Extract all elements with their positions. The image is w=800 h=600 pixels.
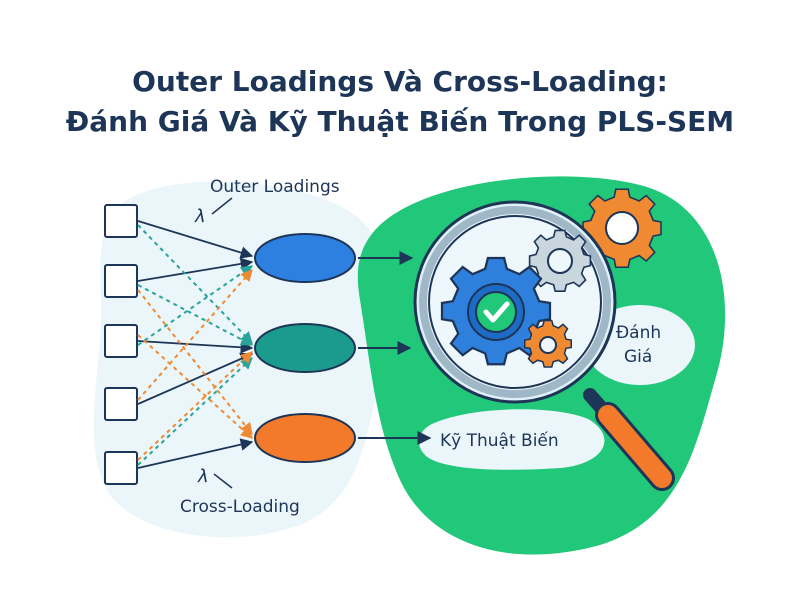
gear-icon: [582, 188, 662, 269]
indicator-boxes: [104, 204, 138, 485]
square-box-icon: [104, 387, 138, 421]
gear-icon: [528, 229, 592, 293]
cross-loading-label: Cross-Loading: [180, 497, 300, 517]
danh-gia-label-line2: Giá: [624, 347, 652, 367]
square-box-icon: [104, 451, 138, 485]
light-blob-ky-thuat: [418, 409, 605, 470]
gear-icon: [524, 319, 572, 368]
construct-ellipse-blue: [254, 233, 356, 283]
check-icon: [475, 291, 517, 333]
construct-ellipse-teal: [254, 323, 356, 373]
page-title: Outer Loadings Và Cross-Loading: Đánh Gi…: [0, 62, 800, 142]
outer-loadings-label: Outer Loadings: [210, 177, 340, 197]
lambda-bottom: λ: [197, 466, 209, 487]
square-box-icon: [104, 204, 138, 238]
construct-output-arrows: [358, 251, 432, 445]
cross-loading-arrows-orange: [137, 269, 253, 461]
construct-ellipse-orange: [254, 413, 356, 463]
cross-loading-arrows-teal: [137, 224, 254, 466]
ky-thuat-bien-label: Kỹ Thuật Biến: [440, 430, 559, 451]
magnifier-handle: [583, 388, 675, 491]
danh-gia-label-line1: Đánh: [616, 323, 661, 343]
title-line-2: Đánh Giá Và Kỹ Thuật Biến Trong PLS-SEM: [65, 105, 735, 138]
lambda-top-pointer: [211, 197, 233, 215]
square-box-icon: [104, 324, 138, 358]
outer-loading-arrows: [137, 220, 254, 469]
lambda-bottom-pointer: [213, 473, 233, 489]
lambda-top: λ: [194, 206, 206, 227]
title-line-1: Outer Loadings Và Cross-Loading:: [132, 65, 668, 98]
square-box-icon: [104, 264, 138, 298]
